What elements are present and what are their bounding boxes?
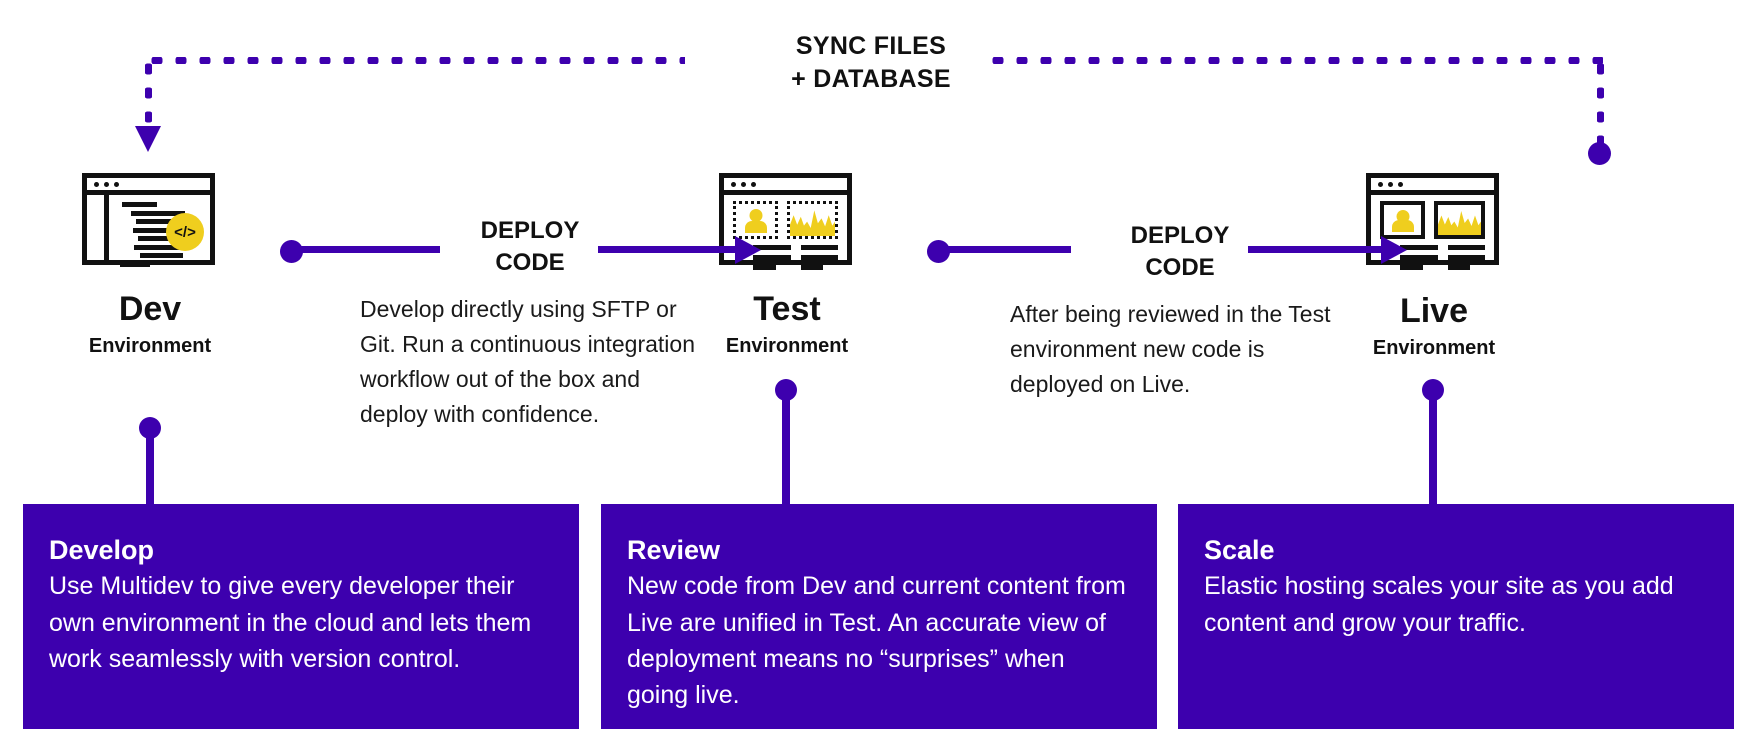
env-name: Test	[753, 290, 821, 328]
deploy-code-column-2: DEPLOY CODE After being reviewed in the …	[1010, 220, 1350, 402]
text-line	[753, 255, 791, 260]
dashboard-top-row	[1380, 201, 1485, 239]
text-line	[1400, 255, 1438, 260]
text-line	[1447, 245, 1485, 250]
deploy-body-2: After being reviewed in the Test environ…	[1010, 301, 1331, 398]
card-review: Review New code from Dev and current con…	[601, 504, 1157, 729]
sync-arrowhead	[135, 126, 161, 152]
dashboard-text-rows	[753, 245, 838, 275]
window-dot-icon	[1378, 181, 1383, 187]
sidebar-panel	[87, 195, 109, 260]
browser-content: </>	[87, 195, 210, 267]
avatar-head	[749, 209, 762, 222]
dev-environment-icon: </>	[82, 173, 215, 267]
area-chart-icon	[787, 201, 838, 239]
code-badge-icon: </>	[166, 213, 204, 251]
env-name: Dev	[118, 290, 182, 328]
window-dot-icon	[741, 181, 746, 187]
deploy-1-start-dot	[280, 240, 303, 263]
scale-stem-line	[1429, 390, 1437, 504]
dev-environment-label: Dev Environment	[0, 290, 300, 359]
dashboard-text-rows	[1400, 245, 1485, 275]
review-stem-line	[782, 390, 790, 504]
card-heading: Scale	[1204, 535, 1275, 565]
deploy-body-1: Develop directly using SFTP or Git. Run …	[360, 296, 695, 428]
deploy-2-line-left	[939, 246, 1071, 253]
sync-files-database-label: SYNC FILES + DATABASE	[0, 30, 1742, 96]
env-sub: Environment	[1372, 337, 1496, 360]
dashboard-top-row	[733, 201, 838, 239]
card-scale: Scale Elastic hosting scales your site a…	[1178, 504, 1734, 729]
deploy-1-arrowhead	[735, 236, 761, 264]
avatar-icon	[733, 201, 778, 239]
browser-titlebar	[1371, 178, 1494, 195]
sync-origin-dot	[1588, 142, 1611, 165]
area-chart-svg	[1438, 211, 1481, 235]
text-column	[1447, 245, 1485, 275]
browser-content	[1371, 195, 1494, 270]
text-line	[800, 265, 823, 270]
window-dot-icon	[731, 181, 736, 187]
text-line	[753, 245, 791, 250]
sync-dotted-line-right	[986, 57, 1603, 64]
text-line	[1400, 245, 1438, 250]
deploy-2-line-right	[1248, 246, 1384, 253]
avatar-icon	[1380, 201, 1425, 239]
deploy-2-start-dot	[927, 240, 950, 263]
text-line	[800, 255, 838, 260]
deploy-title-line2: CODE	[1145, 253, 1215, 281]
window-dot-icon	[114, 181, 119, 187]
text-line	[1400, 265, 1423, 270]
deploy-title-1: DEPLOY CODE	[360, 215, 700, 278]
deploy-2-arrowhead	[1381, 236, 1407, 264]
sync-dotted-line-down-right	[1597, 57, 1604, 149]
deploy-code-column-1: DEPLOY CODE Develop directly using SFTP …	[360, 215, 700, 432]
test-environment-icon	[719, 173, 852, 270]
browser-titlebar	[724, 178, 847, 195]
sync-dotted-line-down-left	[145, 57, 152, 137]
browser-content	[724, 195, 847, 270]
card-body: New code from Dev and current content fr…	[627, 572, 1126, 710]
text-column	[800, 245, 838, 275]
avatar-body	[1391, 220, 1414, 232]
avatar-head	[1396, 210, 1409, 223]
area-chart-svg	[790, 210, 835, 236]
develop-stem-line	[146, 428, 154, 504]
window-dot-icon	[751, 181, 756, 187]
deploy-title-2: DEPLOY CODE	[1010, 220, 1350, 283]
avatar-body	[744, 221, 767, 233]
card-heading: Develop	[49, 535, 155, 565]
code-lines-icon	[117, 202, 204, 270]
deploy-1-line-right	[598, 246, 738, 253]
window-dot-icon	[104, 181, 109, 187]
card-heading: Review	[627, 535, 721, 565]
sync-dotted-line-left	[145, 57, 685, 64]
deploy-title-line2: CODE	[495, 248, 565, 276]
env-name: Live	[1399, 292, 1469, 330]
sync-label-line2: + DATABASE	[791, 65, 951, 93]
text-line	[800, 245, 838, 250]
deploy-title-line1: DEPLOY	[1130, 222, 1230, 249]
text-line	[753, 265, 776, 270]
area-chart-icon	[1434, 201, 1485, 239]
card-body: Elastic hosting scales your site as you …	[1204, 572, 1674, 637]
text-column	[753, 245, 791, 275]
text-line	[1447, 255, 1485, 260]
window-dot-icon	[1388, 181, 1393, 187]
deploy-1-line-left	[292, 246, 440, 253]
deploy-title-line1: DEPLOY	[480, 217, 580, 244]
live-environment-label: Live Environment	[1284, 292, 1584, 361]
text-line	[1447, 265, 1470, 270]
sync-label-line1: SYNC FILES	[795, 32, 947, 60]
window-dot-icon	[94, 181, 99, 187]
window-dot-icon	[1398, 181, 1403, 187]
browser-titlebar	[87, 178, 210, 195]
env-sub: Environment	[725, 335, 849, 358]
card-develop: Develop Use Multidev to give every devel…	[23, 504, 579, 729]
test-environment-label: Test Environment	[637, 290, 937, 359]
card-body: Use Multidev to give every developer the…	[49, 572, 532, 673]
text-column	[1400, 245, 1438, 275]
env-sub: Environment	[88, 335, 212, 358]
